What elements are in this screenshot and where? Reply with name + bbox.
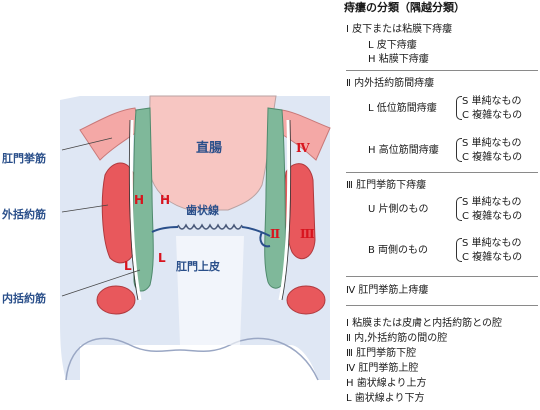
tract-to-dentate-left xyxy=(151,226,179,233)
anal-canal-center xyxy=(176,236,244,345)
label-l-left: L xyxy=(124,259,132,273)
brace xyxy=(456,138,462,162)
separator xyxy=(346,305,538,306)
subcutaneous-muscle-right xyxy=(286,285,326,315)
type2-high-complex: C 複雑なもの xyxy=(462,152,523,163)
fistula-tract-right-inner xyxy=(281,119,292,301)
type3-bi-complex: C 複雑なもの xyxy=(462,252,523,263)
pointer-levator-ani xyxy=(61,137,113,151)
type3-header: Ⅲ 肛門挙筋下痔瘻 xyxy=(346,180,427,191)
type3-bi-simple: S 単純なもの xyxy=(462,238,522,249)
label-h-left: H xyxy=(134,193,144,207)
type1-item-h: H 粘膜下痔瘻 xyxy=(368,54,429,65)
separator xyxy=(346,172,538,173)
label-h-right: H xyxy=(160,193,170,207)
type4-header: Ⅳ 肛門挙筋上痔瘻 xyxy=(346,285,429,296)
label-levator-ani: 肛門挙筋 xyxy=(2,151,46,165)
label-type-3: Ⅲ xyxy=(300,227,315,241)
legend-item-2: Ⅱ 内,外括約筋の間の腔 xyxy=(346,333,448,344)
legend-item-h: H 歯状線より上方 xyxy=(346,378,427,389)
label-l-right: L xyxy=(158,251,166,265)
fistula-tract-left-inner xyxy=(128,119,139,301)
fistula-tract-right-outer xyxy=(278,119,291,301)
type3-uni-complex: C 複雑なもの xyxy=(462,211,523,222)
tract-to-dentate-right xyxy=(241,226,271,237)
fistula-tract-left-outer xyxy=(129,119,142,301)
external-sphincter-left xyxy=(101,162,137,264)
internal-sphincter-right xyxy=(264,107,286,289)
brace xyxy=(456,197,462,221)
brace xyxy=(456,238,462,262)
label-external-sphincter: 外括約筋 xyxy=(1,207,46,221)
separator xyxy=(346,276,538,277)
type2-low-complex: C 複雑なもの xyxy=(462,110,523,121)
label-dentate-line: 歯状線 xyxy=(186,203,219,217)
brace xyxy=(456,96,462,120)
label-anoderm: 肛門上皮 xyxy=(176,259,220,273)
classification-title: 痔瘻の分類（隅越分類） xyxy=(344,1,465,14)
lower-skin-outline xyxy=(65,337,319,381)
type3-uni-simple: S 単純なもの xyxy=(462,197,522,208)
label-type-2: Ⅱ xyxy=(270,227,280,241)
type3-unilateral-label: U 片側のもの xyxy=(368,204,429,215)
label-internal-sphincter: 内括約筋 xyxy=(2,291,46,305)
dentate-line xyxy=(177,223,243,230)
pointer-internal-sphincter xyxy=(61,269,141,297)
type1-item-l: L 皮下痔瘻 xyxy=(368,40,417,51)
legend-item-l: L 歯状線より下方 xyxy=(346,393,425,404)
type2-high-simple: S 単純なもの xyxy=(462,138,522,149)
type2-low-simple: S 単純なもの xyxy=(462,96,522,107)
legend-item-4: Ⅳ 肛門挙筋上腔 xyxy=(346,363,419,374)
crypt-marker-right xyxy=(259,231,271,248)
legend-item-1: Ⅰ 粘膜または皮膚と内括約筋との腔 xyxy=(346,318,503,329)
type1-header: Ⅰ 皮下または粘膜下痔瘻 xyxy=(346,24,453,35)
anal-canal-diagram: 肛門挙筋 外括約筋 内括約筋 直腸 歯状線 肛門上皮 H H L L Ⅱ Ⅲ Ⅳ xyxy=(1,95,331,381)
type2-high-label: H 高位筋間痔瘻 xyxy=(368,145,439,156)
label-type-4: Ⅳ xyxy=(296,141,310,155)
separator xyxy=(346,70,538,71)
subcutaneous-muscle-left xyxy=(96,285,136,315)
type2-header: Ⅱ 内外括約筋間痔瘻 xyxy=(346,78,435,89)
type3-bilateral-label: B 両側のもの xyxy=(368,245,429,256)
legend-item-3: Ⅲ 肛門挙筋下腔 xyxy=(346,348,417,359)
label-rectum: 直腸 xyxy=(196,140,222,156)
pointer-external-sphincter xyxy=(61,204,109,213)
type2-low-label: L 低位筋間痔瘻 xyxy=(368,103,437,114)
